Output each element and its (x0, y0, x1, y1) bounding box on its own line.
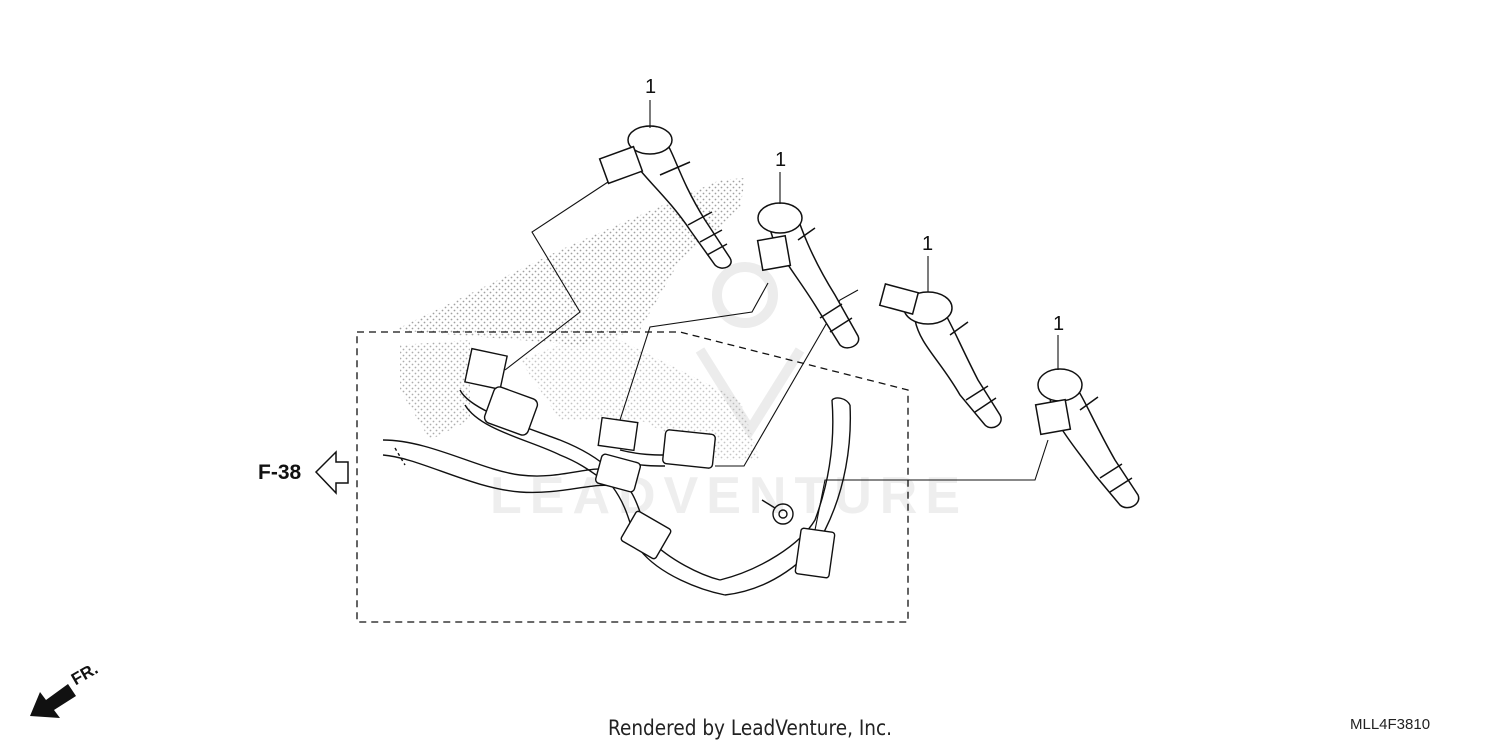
watermark-text: LEADVENTURE (490, 467, 968, 525)
part-leader-ticks (649, 100, 1059, 370)
part-ref-coil-4[interactable]: 1 (1053, 313, 1065, 335)
part-ref-coil-2[interactable]: 1 (775, 149, 787, 171)
reference-label[interactable]: F-38 (258, 461, 302, 484)
part-ref-coil-1[interactable]: 1 (645, 76, 657, 98)
footer-credit: Rendered by LeadVenture, Inc. (607, 716, 893, 740)
engine-shading (395, 178, 760, 460)
ignition-coil-1[interactable] (598, 125, 732, 269)
reference-arrow-icon (314, 450, 349, 495)
harness-boundary (356, 331, 909, 623)
ignition-coil-4[interactable] (1034, 368, 1140, 509)
front-direction-arrow-icon[interactable] (30, 684, 76, 718)
diagram-code: MLL4F3810 (1350, 716, 1431, 733)
leader-lines (504, 181, 1049, 531)
harness-connectors (464, 347, 836, 579)
ignition-coil-3[interactable] (878, 283, 1002, 429)
part-ref-coil-3[interactable]: 1 (922, 233, 934, 255)
ignition-coil-2[interactable] (756, 202, 860, 349)
